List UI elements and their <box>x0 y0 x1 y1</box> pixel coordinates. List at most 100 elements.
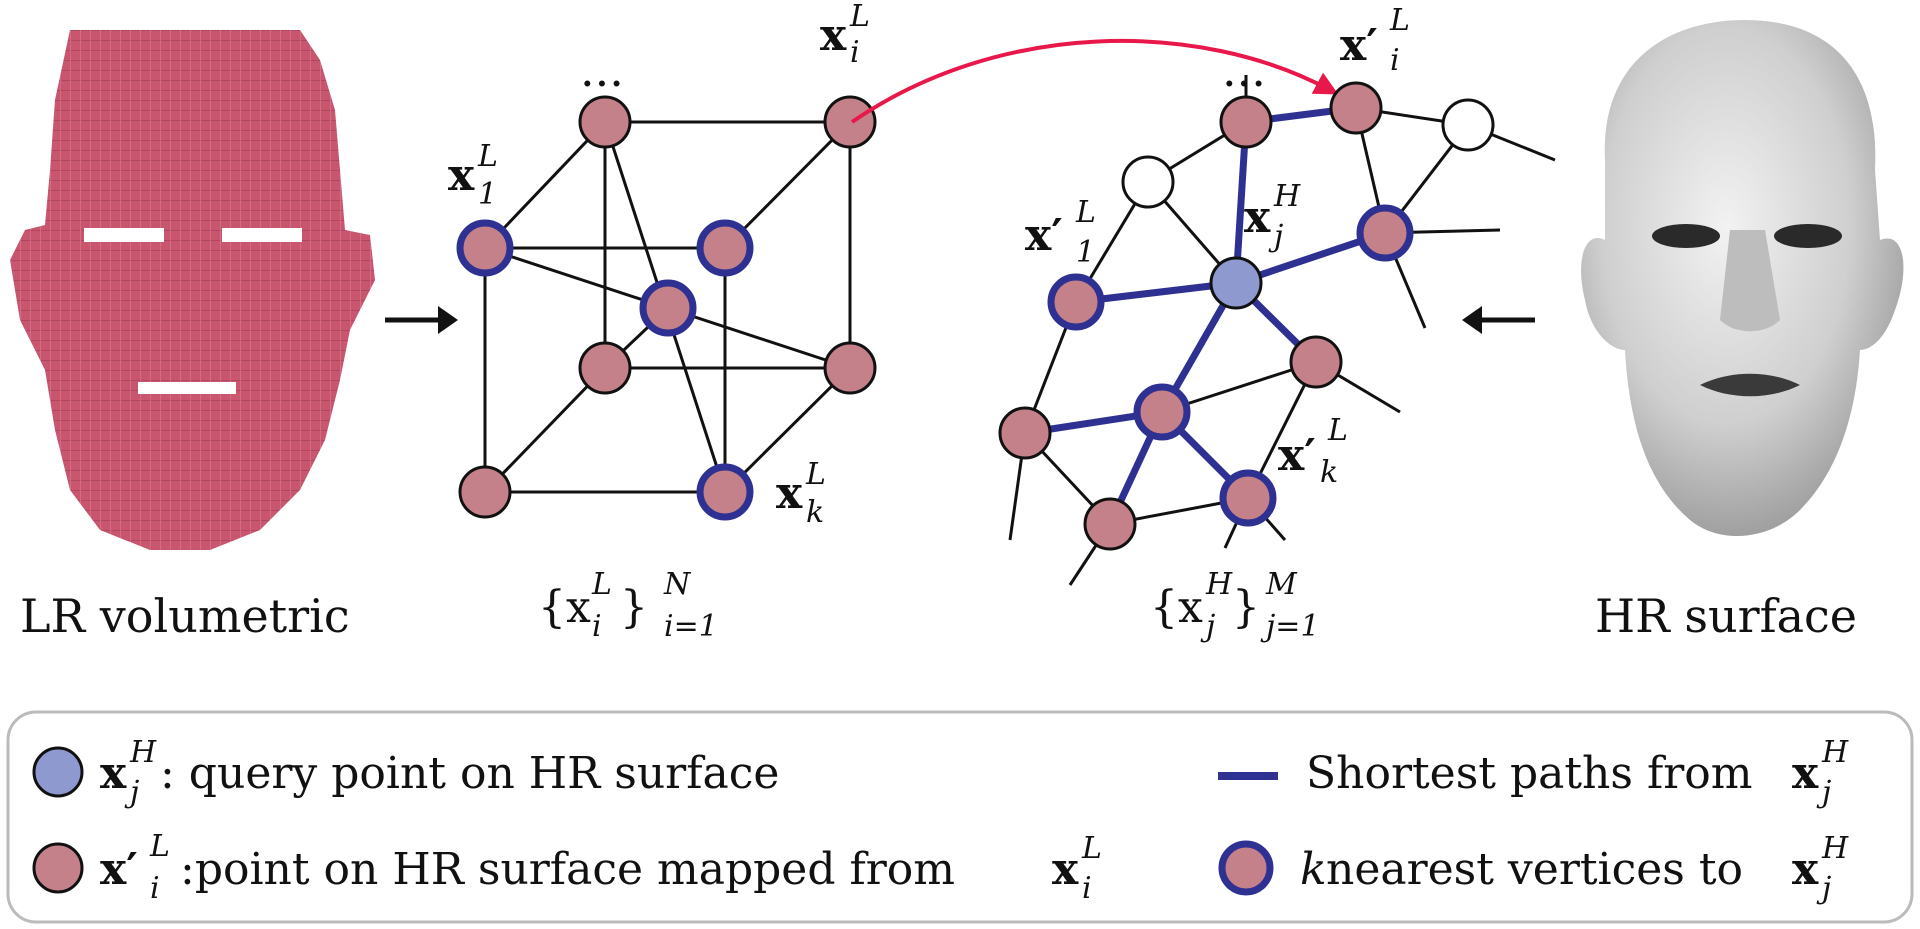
hr-query-node-xj <box>1209 256 1263 310</box>
hr-node <box>1133 383 1191 441</box>
hr-right-eye <box>1774 224 1842 248</box>
svg-text:Shortest paths from: Shortest paths from <box>1306 748 1753 799</box>
svg-text:i: i <box>1082 871 1092 906</box>
svg-text:x: x <box>448 150 475 201</box>
hr-set-label: {x H j } M j=1 <box>1150 567 1320 644</box>
hr-node <box>998 406 1052 460</box>
label-x1-L: x L 1 <box>448 139 498 212</box>
label-xpi-L: x′ L i <box>1340 3 1410 78</box>
svg-text:j: j <box>1268 219 1283 254</box>
svg-text:L: L <box>1327 413 1348 448</box>
svg-text:x′: x′ <box>1278 430 1316 481</box>
legend-box <box>6 710 1914 924</box>
lr-node <box>578 341 632 395</box>
hr-node-xpi <box>1329 81 1383 135</box>
lr-node-xk <box>696 463 754 521</box>
hr-node <box>1121 155 1175 209</box>
svg-text:x: x <box>1052 844 1079 895</box>
svg-text:x: x <box>1792 748 1819 799</box>
svg-text:x: x <box>1792 844 1819 895</box>
svg-text:i: i <box>1390 43 1400 78</box>
svg-text:i: i <box>150 871 160 906</box>
svg-text:H: H <box>1821 831 1849 866</box>
svg-text:L: L <box>805 457 826 492</box>
lr-node <box>823 341 877 395</box>
lr-node <box>696 219 754 277</box>
arrow-left-icon <box>1462 306 1535 334</box>
svg-text:: query point on HR surface: : query point on HR surface <box>160 748 779 799</box>
svg-text:L: L <box>149 829 170 864</box>
lr-voxel-head <box>10 30 375 550</box>
svg-text:L: L <box>1075 195 1096 230</box>
svg-text:L: L <box>591 567 612 602</box>
lr-node-center <box>639 279 697 337</box>
label-xi-L: x L i <box>820 0 870 70</box>
svg-text:nearest vertices to: nearest vertices to <box>1326 844 1743 895</box>
lr-mouth <box>138 382 236 394</box>
svg-text:k: k <box>1320 455 1338 490</box>
svg-text:i: i <box>592 609 602 644</box>
svg-text:x: x <box>820 10 847 61</box>
svg-text:x: x <box>100 748 127 799</box>
svg-text:L: L <box>477 139 498 174</box>
legend-mapped-point: x′ L i :point on HR surface mapped from … <box>100 829 1102 906</box>
hr-node-xpk <box>1219 469 1277 527</box>
svg-text:L: L <box>1081 831 1102 866</box>
lr-volumetric-caption: LR volumetric <box>20 589 350 643</box>
hr-ellipsis: ... <box>1222 43 1266 97</box>
mapping-arrow <box>850 39 1339 124</box>
lr-left-eye <box>84 228 164 242</box>
svg-text:H: H <box>1205 567 1233 602</box>
hr-mouth <box>1700 373 1800 397</box>
svg-text:x′: x′ <box>1025 210 1063 261</box>
hr-node <box>1356 204 1414 262</box>
svg-text:x: x <box>776 468 803 519</box>
hr-surface-head <box>1581 20 1904 537</box>
label-xp1-L: x′ L 1 <box>1025 195 1096 270</box>
hr-left-eye <box>1652 224 1720 248</box>
svg-text::point on HR surface mapped fr: :point on HR surface mapped from <box>180 844 955 895</box>
svg-text:H: H <box>1273 179 1301 214</box>
hr-node <box>1083 497 1137 551</box>
label-xk-L: x L k <box>776 457 826 530</box>
hr-node <box>1219 95 1273 149</box>
hr-surface-caption: HR surface <box>1595 589 1857 643</box>
svg-text:i: i <box>850 35 860 70</box>
svg-text:i=1: i=1 <box>664 609 718 644</box>
label-xj-H: x H j <box>1244 179 1301 254</box>
svg-text:k: k <box>806 495 824 530</box>
svg-text:x: x <box>1244 192 1271 243</box>
svg-text:H: H <box>129 735 157 770</box>
lr-node <box>578 95 632 149</box>
svg-text:j=1: j=1 <box>1260 609 1320 644</box>
label-xpk-L: x′ L k <box>1278 413 1348 490</box>
lr-node-xi <box>823 95 877 149</box>
hr-node <box>1441 98 1495 152</box>
svg-text:x′: x′ <box>1340 20 1378 71</box>
hr-nose <box>1720 230 1780 332</box>
legend-mapped-point-marker <box>32 842 84 894</box>
svg-text:1: 1 <box>1076 235 1095 270</box>
hr-mesh-nodes <box>998 81 1495 551</box>
legend-nearest: k nearest vertices to x H j <box>1300 831 1849 906</box>
svg-text:x′: x′ <box>100 844 138 895</box>
legend-shortest-paths: Shortest paths from x H j <box>1306 735 1849 810</box>
lr-right-eye <box>222 228 302 242</box>
lr-set-label: {x L i } N i=1 <box>538 567 718 644</box>
svg-text:N: N <box>663 567 692 602</box>
hr-node <box>1289 335 1343 389</box>
legend-query-point: x H j : query point on HR surface <box>100 735 779 810</box>
svg-text:L: L <box>849 0 870 34</box>
lr-node-x1 <box>456 219 514 277</box>
svg-text:H: H <box>1821 735 1849 770</box>
legend-nearest-marker <box>1218 840 1274 896</box>
svg-text:}: } <box>620 582 648 633</box>
lr-cube-nodes <box>456 95 877 521</box>
arrow-right-icon <box>385 306 458 334</box>
svg-text:}: } <box>1232 582 1260 633</box>
svg-text:k: k <box>1300 844 1327 895</box>
lr-ellipsis: ... <box>580 43 624 97</box>
svg-text:{x: {x <box>538 582 591 633</box>
svg-text:1: 1 <box>478 177 497 212</box>
